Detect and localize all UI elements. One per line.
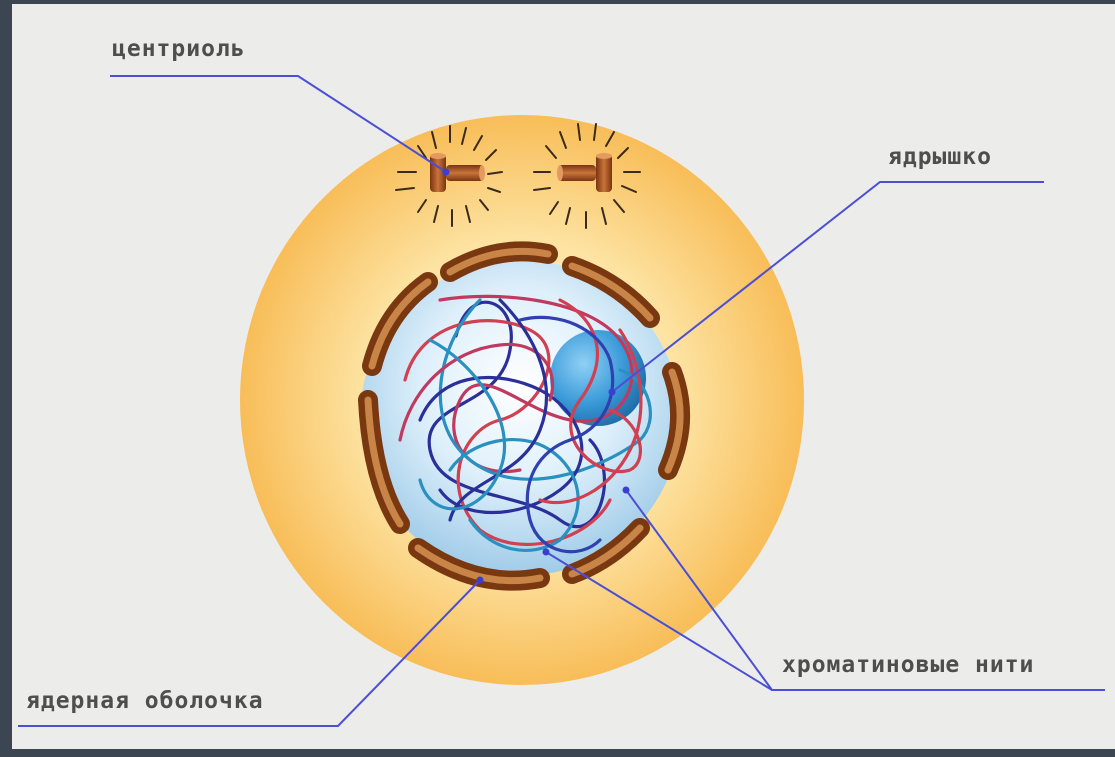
centriole-label: центриоль [112,36,246,62]
nuclear-envelope-label: ядерная оболочка [26,688,264,714]
nucleolus-label: ядрышко [888,144,992,170]
chromatin-label: хроматиновые нити [782,652,1034,678]
